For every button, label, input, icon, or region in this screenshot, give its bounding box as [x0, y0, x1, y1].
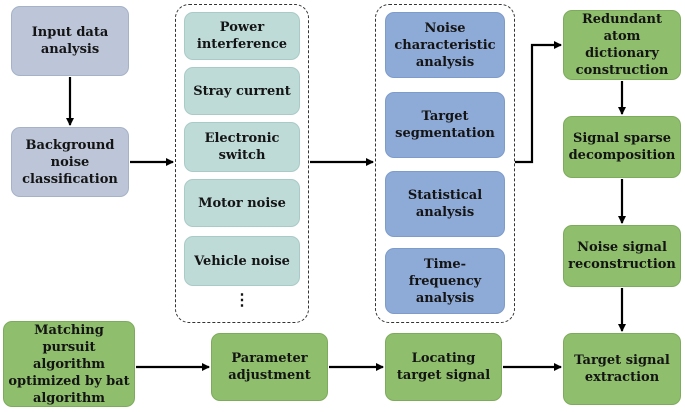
parameter-adjustment-node: Parameter adjustment: [211, 333, 328, 401]
noise-signal-reconstruction-node: Noise signal reconstruction: [563, 225, 681, 287]
statistical-analysis-label: Statistical analysis: [407, 188, 483, 220]
target-segmentation-label: Target segmentation: [395, 109, 495, 141]
target-signal-extraction-node: Target signal extraction: [563, 333, 681, 405]
vehicle-noise-label: Vehicle noise: [194, 253, 290, 269]
input-data-analysis-node: Input data analysis: [11, 6, 129, 76]
noise-types-group: [175, 4, 309, 323]
electronic-switch-node: Electronic switch: [184, 122, 300, 172]
analysis-methods-group: [375, 4, 515, 323]
arrow-analysis-to-dictionary: [515, 41, 562, 164]
electronic-switch-label: Electronic switch: [204, 131, 280, 163]
matching-pursuit-algorithm-label: Matching pursuit algorithm optimized by …: [8, 322, 130, 406]
power-interference-label: Power interference: [196, 20, 288, 52]
motor-noise-label: Motor noise: [198, 195, 286, 211]
redundant-atom-dictionary-construction-label: Redundant atom dictionary construction: [575, 12, 669, 78]
statistical-analysis-node: Statistical analysis: [385, 171, 505, 237]
time-frequency-analysis-label: Time-frequency analysis: [408, 256, 482, 306]
matching-pursuit-algorithm-node: Matching pursuit algorithm optimized by …: [3, 321, 135, 407]
background-noise-classification-node: Background noise classification: [11, 127, 129, 197]
stray-current-node: Stray current: [184, 67, 300, 115]
locating-target-signal-node: Locating target signal: [385, 333, 502, 401]
locating-target-signal-label: Locating target signal: [396, 351, 491, 383]
target-segmentation-node: Target segmentation: [385, 92, 505, 158]
vehicle-noise-node: Vehicle noise: [184, 236, 300, 286]
power-interference-node: Power interference: [184, 12, 300, 60]
stray-current-label: Stray current: [193, 83, 291, 99]
signal-sparse-decomposition-label: Signal sparse decomposition: [568, 131, 676, 163]
more-noise-types-ellipsis: ⋮: [234, 290, 250, 309]
parameter-adjustment-label: Parameter adjustment: [228, 351, 311, 383]
noise-characteristic-analysis-node: Noise characteristic analysis: [385, 12, 505, 78]
signal-sparse-decomposition-node: Signal sparse decomposition: [563, 116, 681, 178]
target-signal-extraction-label: Target signal extraction: [574, 353, 670, 385]
input-data-analysis-label: Input data analysis: [31, 25, 109, 57]
noise-characteristic-analysis-label: Noise characteristic analysis: [394, 20, 496, 70]
background-noise-classification-label: Background noise classification: [22, 137, 118, 187]
time-frequency-analysis-node: Time-frequency analysis: [385, 248, 505, 314]
motor-noise-node: Motor noise: [184, 179, 300, 227]
redundant-atom-dictionary-construction-node: Redundant atom dictionary construction: [563, 10, 681, 80]
noise-signal-reconstruction-label: Noise signal reconstruction: [568, 240, 676, 272]
